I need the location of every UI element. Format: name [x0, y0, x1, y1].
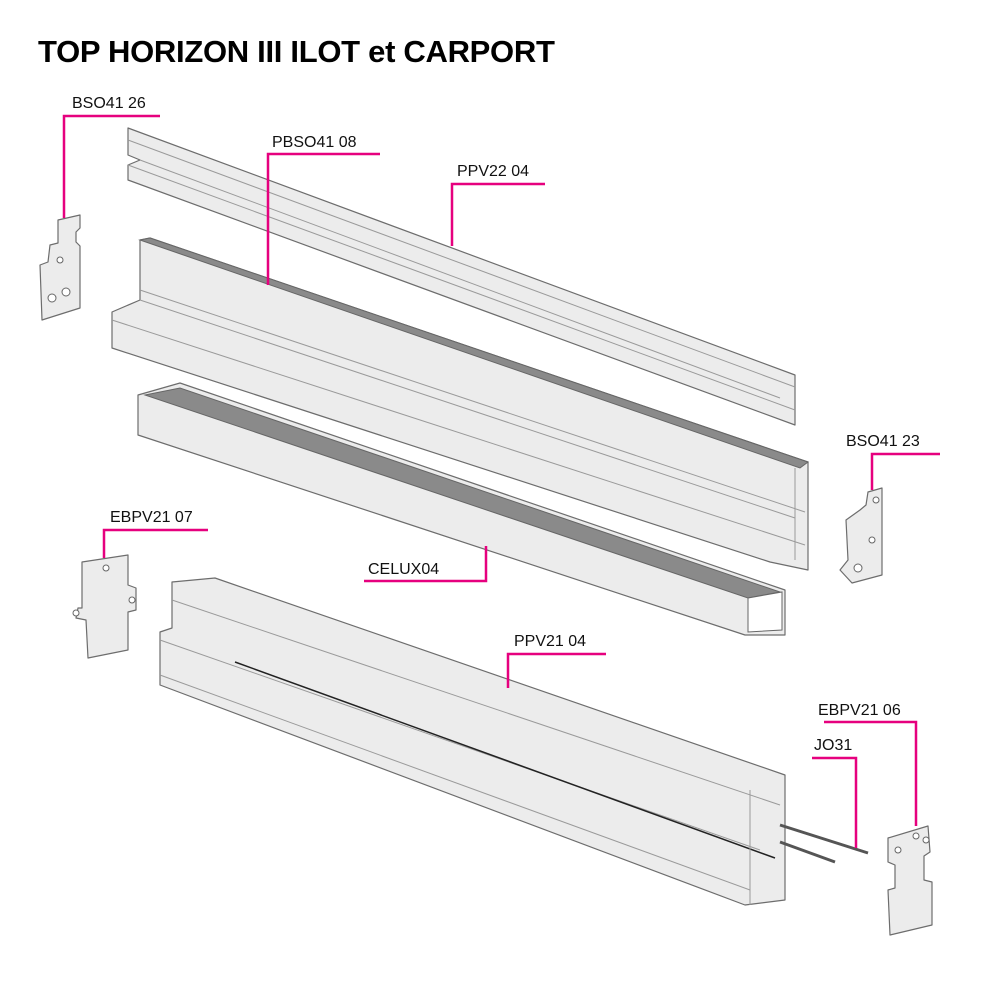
profile-pbso41-08 — [111, 237, 810, 571]
label-jo31: JO31 — [814, 737, 852, 754]
page-title: TOP HORIZON III ILOT et CARPORT — [38, 34, 555, 69]
leader-ebpv21-07 — [102, 528, 208, 558]
label-pbso41-08: PBSO41 08 — [272, 134, 357, 151]
bracket-bso41-23 — [839, 487, 883, 584]
label-ebpv21-06: EBPV21 06 — [818, 702, 901, 719]
leader-pbso41-08 — [266, 152, 380, 285]
profile-ppv21-04 — [159, 577, 786, 906]
label-bso41-26: BSO41 26 — [72, 95, 146, 112]
label-ppv21-04: PPV21 04 — [514, 633, 586, 650]
bracket-bso41-26 — [39, 214, 81, 321]
leader-ppv22-04 — [450, 182, 545, 246]
bracket-ebpv21-07 — [72, 554, 137, 659]
label-ebpv21-07: EBPV21 07 — [110, 509, 193, 526]
label-ppv22-04: PPV22 04 — [457, 163, 529, 180]
profile-celux04 — [137, 382, 786, 636]
leader-jo31 — [812, 756, 858, 848]
label-bso41-23: BSO41 23 — [846, 433, 920, 450]
leader-bso41-26 — [62, 114, 160, 218]
label-celux04: CELUX04 — [368, 561, 439, 578]
bracket-ebpv21-06 — [887, 825, 933, 936]
leader-ebpv21-06 — [824, 720, 918, 826]
leader-bso41-23 — [870, 452, 940, 490]
leader-celux04 — [364, 546, 488, 583]
profile-ppv22-04 — [127, 127, 796, 426]
leader-ppv21-04 — [506, 652, 606, 688]
seal-jo31 — [779, 823, 869, 864]
